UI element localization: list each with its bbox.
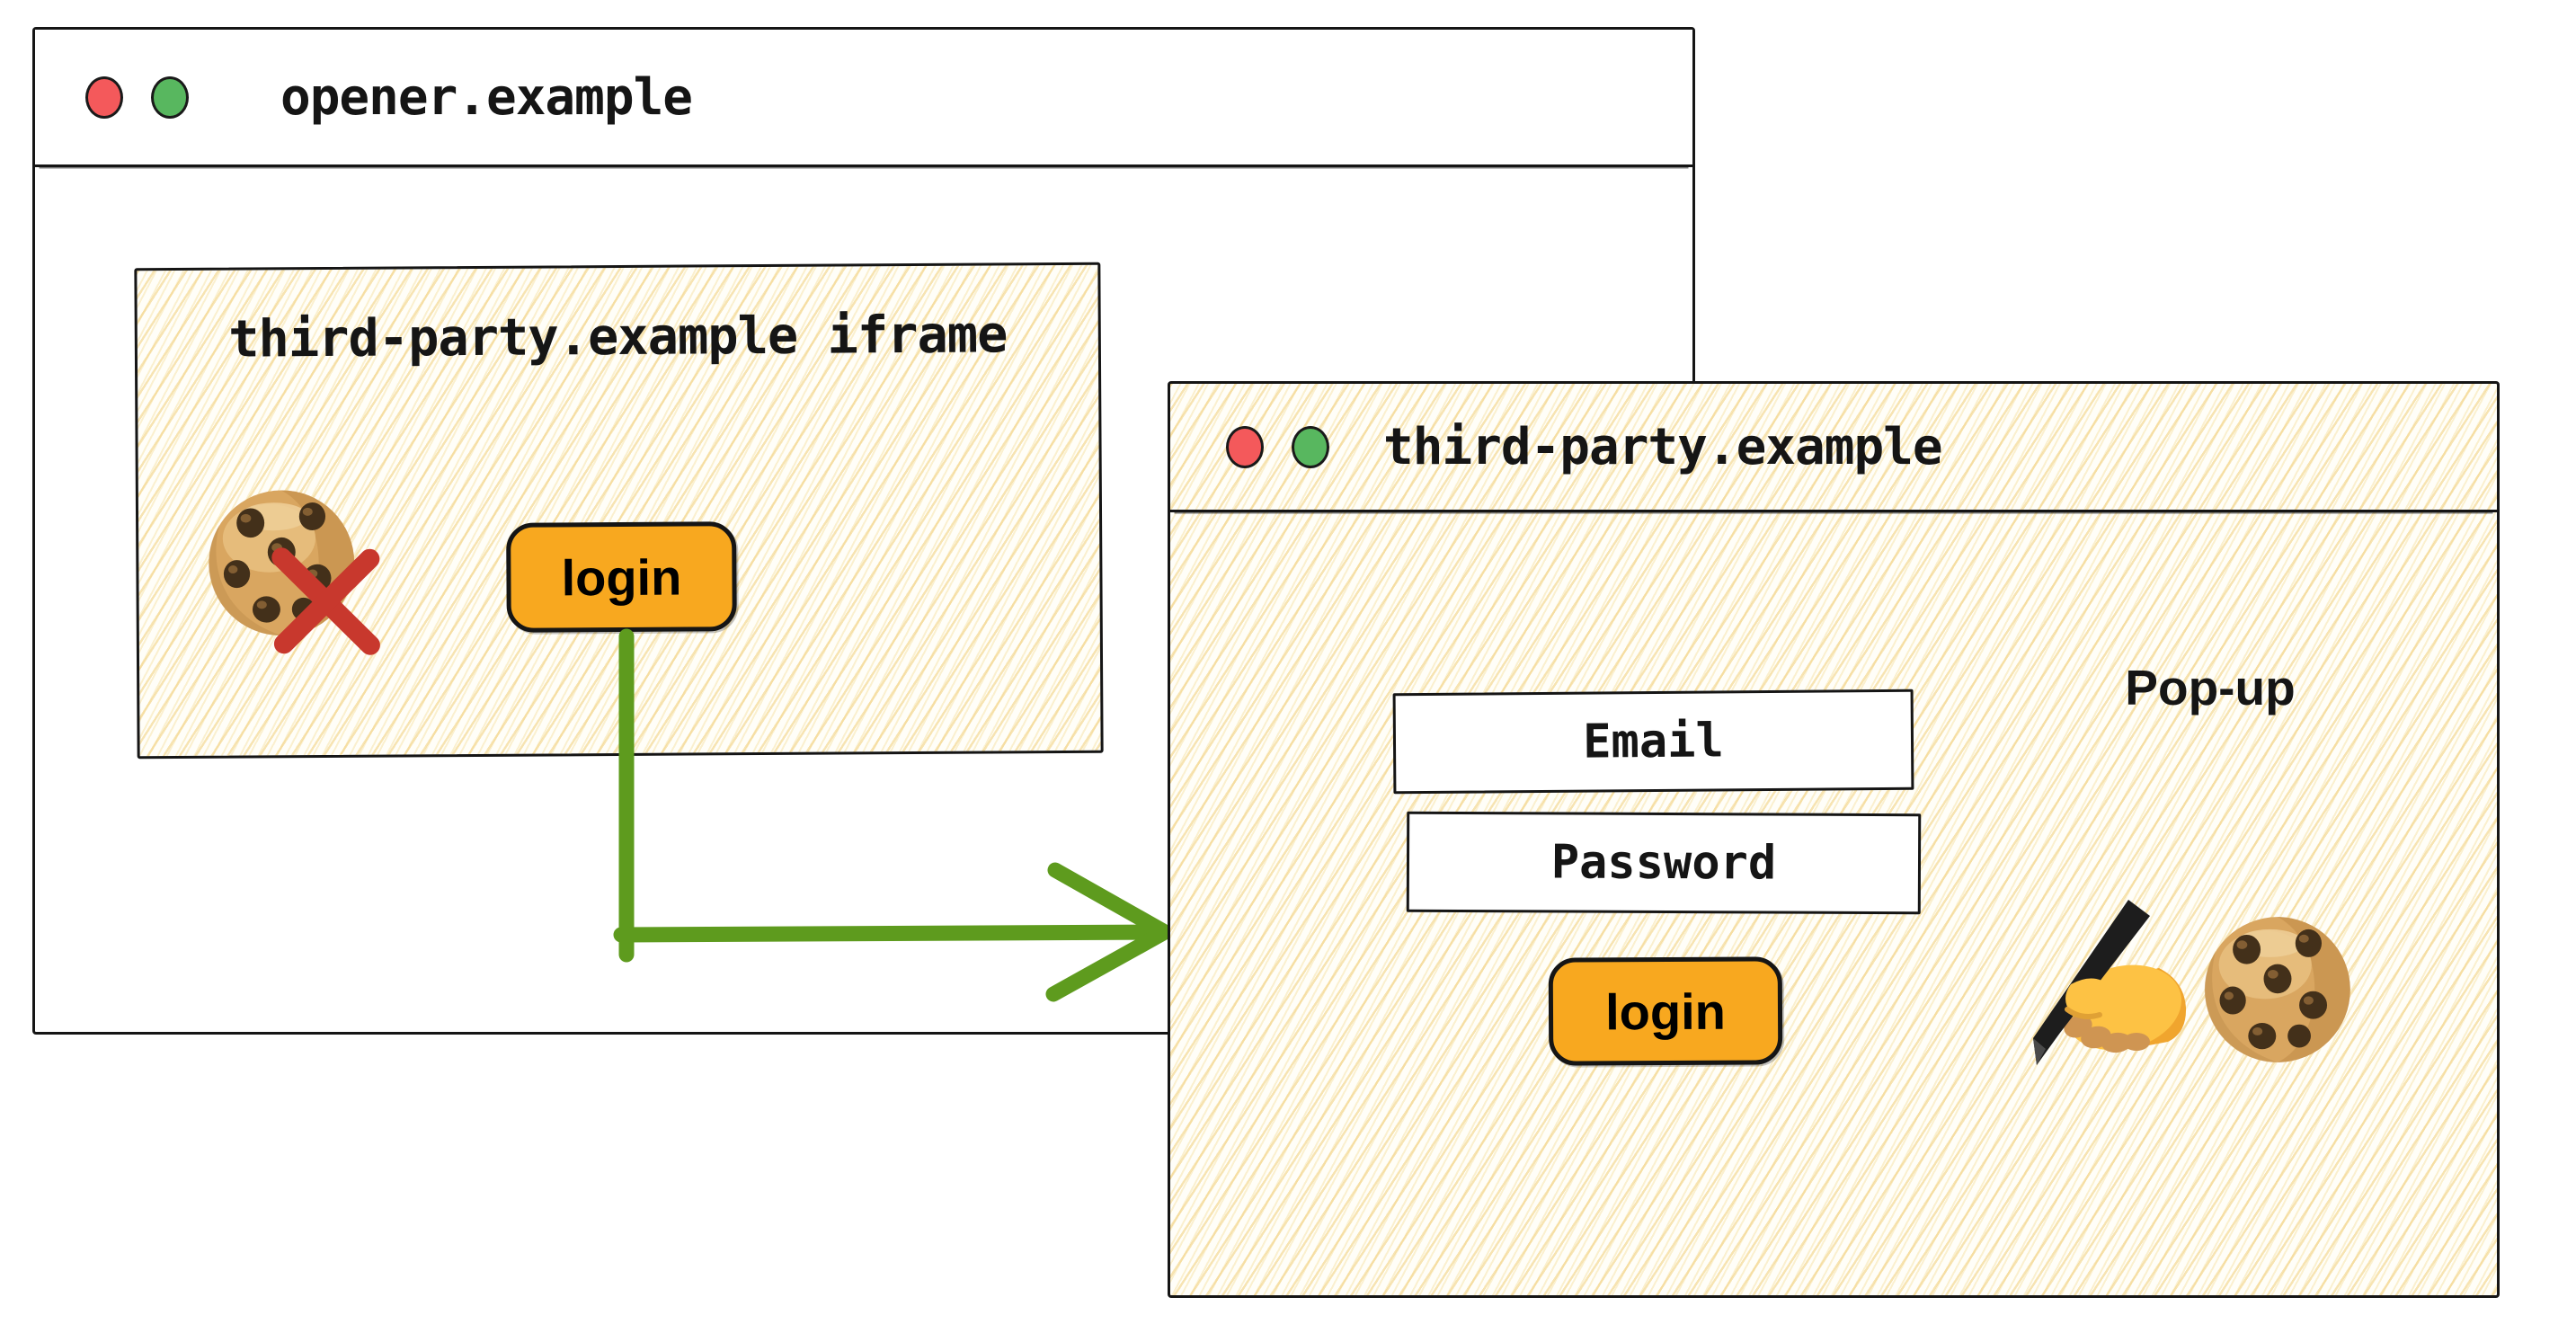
iframe-login-button[interactable]: login	[506, 521, 737, 633]
email-field[interactable]: Email	[1392, 689, 1914, 795]
popup-titlebar: third-party.example	[1170, 384, 2497, 512]
popup-login-button[interactable]: login	[1548, 956, 1783, 1066]
cookie-icon	[2204, 917, 2350, 1062]
close-window-icon[interactable]	[1226, 425, 1264, 468]
writing-hand-icon	[2033, 900, 2187, 1065]
opener-titlebar: opener.example	[35, 30, 1692, 167]
opener-window-title: opener.example	[280, 67, 693, 127]
third-party-iframe: third-party.example iframe	[134, 262, 1104, 760]
password-field[interactable]: Password	[1406, 811, 1922, 915]
blocked-cookie-icon	[204, 485, 385, 657]
popup-window-title: third-party.example	[1383, 417, 1943, 476]
popup-annotation-label: Pop-up	[2125, 660, 2296, 715]
maximize-window-icon[interactable]	[1292, 425, 1329, 468]
blocked-x-icon	[271, 547, 380, 655]
close-window-icon[interactable]	[85, 76, 123, 119]
popup-window: third-party.example Pop-up Email Passwor…	[1168, 381, 2500, 1298]
maximize-window-icon[interactable]	[151, 76, 189, 119]
iframe-heading: third-party.example iframe	[228, 305, 1008, 369]
